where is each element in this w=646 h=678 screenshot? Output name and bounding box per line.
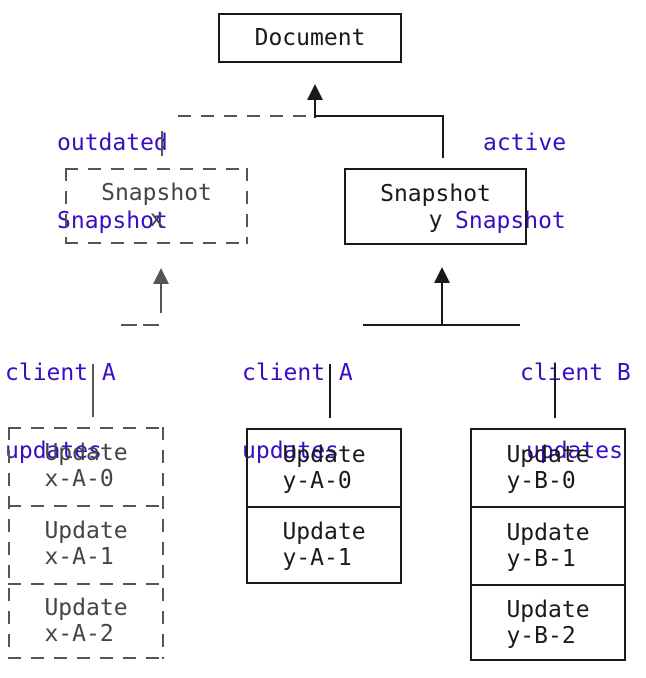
client-a-middle-label-line1: client A xyxy=(242,360,353,386)
box-edge xyxy=(162,427,164,659)
outdated-snapshot-label-line2: Snapshot xyxy=(57,208,168,234)
client-a-left-label-line2: updates xyxy=(5,438,102,464)
update-id: y-B-1 xyxy=(506,546,576,572)
update-cell: Update y-A-1 xyxy=(248,506,400,582)
update-id: y-A-0 xyxy=(282,468,352,494)
box-edge xyxy=(8,657,164,659)
active-connector-vertical-line xyxy=(442,115,444,158)
update-stack-y-b: Update y-B-0 Update y-B-1 Update y-B-2 xyxy=(470,428,626,661)
update-label: Update xyxy=(282,519,366,545)
client-a-middle-label-line2: updates xyxy=(242,438,339,464)
client-b-label-line1: client B xyxy=(520,360,631,386)
update-stack-y-a: Update y-A-0 Update y-A-1 xyxy=(246,428,402,584)
box-edge xyxy=(8,427,10,659)
update-label: Update xyxy=(506,442,590,468)
box-edge xyxy=(65,168,67,244)
arrow-stem-line xyxy=(441,281,443,326)
client-b-label: client B updates xyxy=(520,308,631,516)
outdated-snapshot-label: outdated Snapshot xyxy=(57,78,168,286)
document-label: Document xyxy=(254,25,366,51)
client-b-label-line2: updates xyxy=(526,438,623,464)
client-a-middle-stack-link-line xyxy=(329,364,331,418)
snapshot-y-box: Snapshot y xyxy=(344,168,527,245)
up-arrow-icon xyxy=(153,268,169,284)
update-id: x-A-1 xyxy=(44,544,114,570)
update-cell: Update y-B-1 xyxy=(472,506,624,584)
active-connector-horizontal-line xyxy=(314,115,444,117)
box-edge xyxy=(65,168,248,170)
document-box: Document xyxy=(218,13,402,63)
snapshot-x-title: Snapshot xyxy=(101,180,212,206)
update-cell: Update x-A-2 xyxy=(8,583,164,659)
update-stack-x-a: Update x-A-0 Update x-A-1 Update x-A-2 xyxy=(8,427,164,659)
snapshot-y-title: Snapshot xyxy=(380,180,491,207)
active-snapshot-label: active Snapshot xyxy=(455,78,566,286)
update-cell: Update y-B-0 xyxy=(472,430,624,506)
update-label: Update xyxy=(506,520,590,546)
snapshot-x-id: x xyxy=(149,206,164,232)
client-a-left-stack-link-line xyxy=(92,364,94,417)
snapshot-x-box: Snapshot x xyxy=(65,168,248,244)
active-snapshot-label-line1: active xyxy=(483,130,567,156)
box-edge xyxy=(8,427,164,429)
up-arrow-icon xyxy=(307,84,323,100)
client-a-left-label-line1: client A xyxy=(5,360,116,386)
update-id: x-A-2 xyxy=(44,621,114,647)
client-a-left-dashed-link-line xyxy=(121,324,159,326)
outdated-snapshot-label-line1: outdated xyxy=(57,130,168,156)
update-label: Update xyxy=(44,518,128,544)
update-cell: Update x-A-1 xyxy=(8,505,164,583)
update-cell: Update y-B-2 xyxy=(472,584,624,659)
outdated-dashed-connector-line xyxy=(178,115,312,117)
box-edge xyxy=(246,168,248,244)
box-edge xyxy=(65,242,248,244)
outdated-label-link-line xyxy=(161,131,163,156)
arrow-stem-line xyxy=(160,284,162,313)
update-label: Update xyxy=(44,440,128,466)
up-arrow-icon xyxy=(434,267,450,283)
merge-connector-line xyxy=(363,324,520,326)
client-b-stack-link-line xyxy=(554,364,556,418)
update-id: y-B-0 xyxy=(506,468,576,494)
snapshot-y-id: y xyxy=(428,206,443,233)
update-id: y-A-1 xyxy=(282,545,352,571)
update-id: x-A-0 xyxy=(44,466,114,492)
box-divider xyxy=(8,583,164,585)
update-label: Update xyxy=(44,595,128,621)
active-snapshot-label-line2: Snapshot xyxy=(455,208,566,234)
update-id: y-B-2 xyxy=(506,622,576,649)
update-cell: Update y-A-0 xyxy=(248,430,400,506)
client-a-middle-label: client A updates xyxy=(242,308,353,516)
arrow-stem-line xyxy=(314,98,316,118)
box-divider xyxy=(8,505,164,507)
update-cell: Update x-A-0 xyxy=(8,427,164,505)
update-label: Update xyxy=(282,442,366,468)
client-a-left-label: client A updates xyxy=(5,308,116,516)
update-label: Update xyxy=(506,596,590,623)
